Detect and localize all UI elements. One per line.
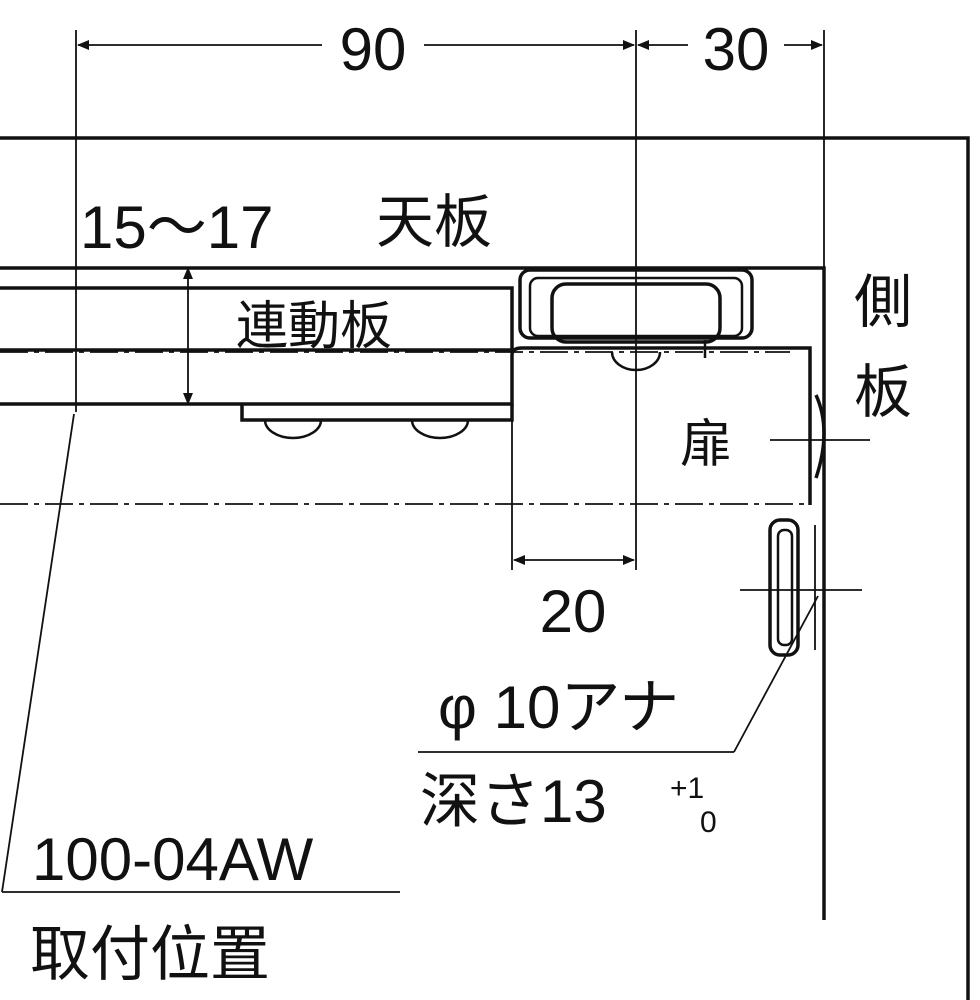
roller-plate bbox=[240, 404, 514, 440]
mount-position-label: 取付位置 bbox=[30, 921, 270, 988]
linkage-plate bbox=[0, 286, 812, 505]
label-side-board-1: 側 bbox=[854, 270, 912, 335]
dimension-arrows bbox=[77, 40, 823, 565]
tolerance-upper: +1 bbox=[670, 772, 704, 805]
label-side-board-2: 板 bbox=[854, 360, 912, 425]
door-lines bbox=[0, 351, 810, 505]
hole-depth-note: 深さ13 bbox=[420, 768, 607, 835]
label-door: 扉 bbox=[680, 416, 732, 474]
leader-lines bbox=[1, 413, 819, 893]
extension-lines bbox=[75, 30, 825, 570]
dim-20: 20 bbox=[540, 578, 607, 645]
label-top-board: 天板 bbox=[376, 190, 492, 255]
label-linkage-plate: 連動板 bbox=[236, 298, 392, 356]
tolerance-lower: 0 bbox=[700, 806, 717, 839]
hole-diameter-note: φ 10アナ bbox=[438, 674, 679, 741]
part-number: 100-04AW bbox=[32, 826, 314, 893]
dim-15-17: 15〜17 bbox=[80, 194, 273, 261]
side-bumpers bbox=[740, 394, 870, 657]
dim-90: 90 bbox=[340, 16, 407, 83]
dim-30: 30 bbox=[703, 16, 770, 83]
